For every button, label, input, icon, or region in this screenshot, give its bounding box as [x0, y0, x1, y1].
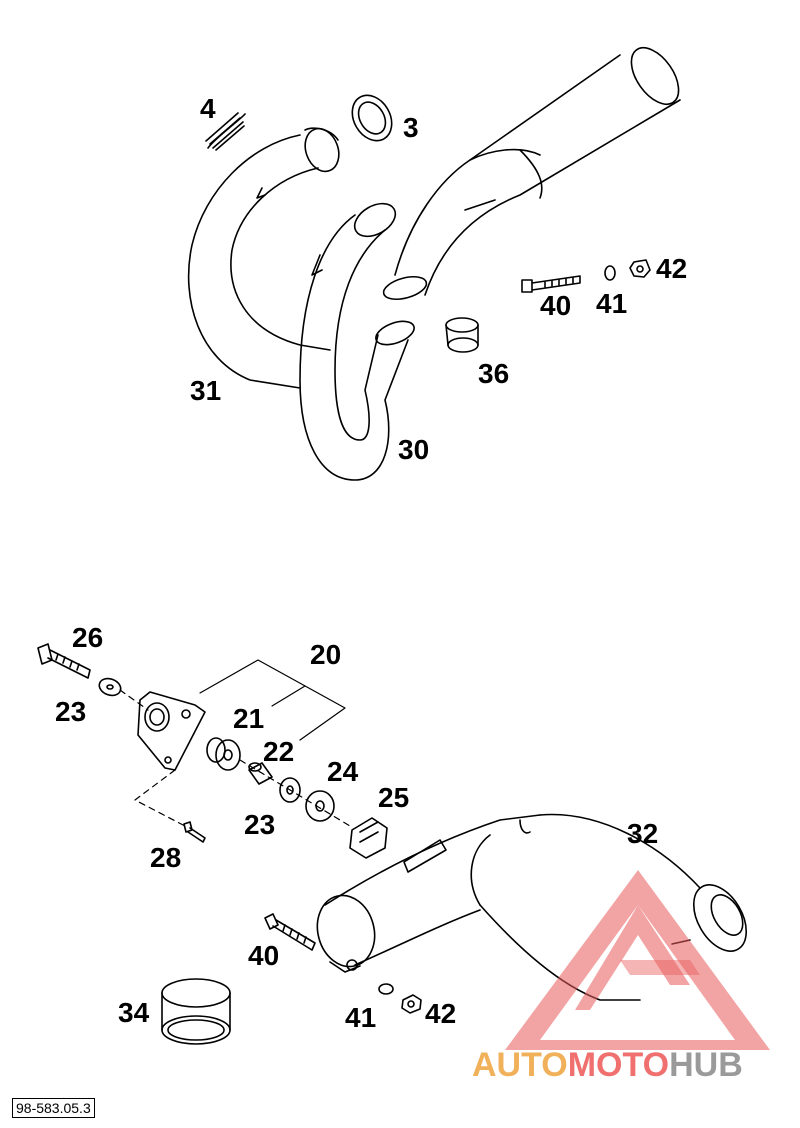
nut-42-lower [401, 994, 422, 1014]
label-part-31: 31 [190, 375, 222, 406]
label-part-40-upper: 40 [540, 290, 572, 321]
clip-nut-25 [349, 817, 388, 859]
bracket-20 [137, 691, 206, 771]
label-part-41-upper: 41 [596, 288, 628, 319]
bolt-26 [37, 643, 91, 679]
leader-lines-20 [199, 659, 346, 741]
washer-23-center [279, 777, 301, 803]
label-part-3: 3 [403, 112, 419, 143]
label-part-24: 24 [327, 756, 359, 787]
washer-24 [305, 790, 335, 822]
header-pipe-31 [187, 127, 340, 389]
watermark-text-moto: MOTO [567, 1046, 670, 1084]
label-part-40-lower: 40 [248, 940, 280, 971]
header-pipe-30 [299, 202, 415, 481]
document-number: 98-583.05.3 [12, 1098, 95, 1118]
label-part-30: 30 [398, 434, 430, 465]
label-part-42-upper: 42 [656, 253, 688, 284]
silencer-32 [316, 813, 748, 1001]
watermark-text-auto: AUTO [472, 1046, 568, 1084]
sleeve-36 [445, 317, 479, 353]
label-part-4: 4 [200, 93, 216, 124]
label-part-25: 25 [378, 782, 410, 813]
collector-pipe [382, 47, 681, 301]
label-part-20: 20 [310, 639, 342, 670]
bolt-40-upper [521, 275, 581, 293]
label-part-23-center: 23 [244, 809, 276, 840]
label-part-28: 28 [150, 842, 182, 873]
label-part-42-lower: 42 [425, 998, 457, 1029]
label-part-34: 34 [118, 997, 150, 1028]
bolt-40-lower [264, 913, 316, 951]
label-part-36: 36 [478, 358, 510, 389]
label-part-32: 32 [627, 818, 659, 849]
washer-41-lower [378, 983, 394, 995]
label-part-41-lower: 41 [345, 1002, 377, 1033]
washer-41-upper [604, 265, 616, 281]
watermark-logo [505, 870, 770, 1050]
label-part-26: 26 [72, 622, 104, 653]
nut-42-upper [629, 259, 651, 278]
assembly-dashed-lines [119, 689, 351, 827]
label-part-22: 22 [263, 736, 295, 767]
watermark-text-hub: HUB [669, 1046, 743, 1084]
sleeve-34 [161, 978, 231, 1045]
label-part-21: 21 [233, 703, 265, 734]
spring-4 [205, 112, 246, 151]
gasket-3 [351, 94, 393, 142]
label-part-23-left: 23 [55, 696, 87, 727]
watermark-text: AUTOMOTOHUB [472, 1046, 743, 1085]
grommet-21 [206, 737, 241, 771]
spacer-22 [248, 762, 273, 785]
washer-23-left [98, 677, 122, 697]
screw-28 [183, 821, 206, 843]
